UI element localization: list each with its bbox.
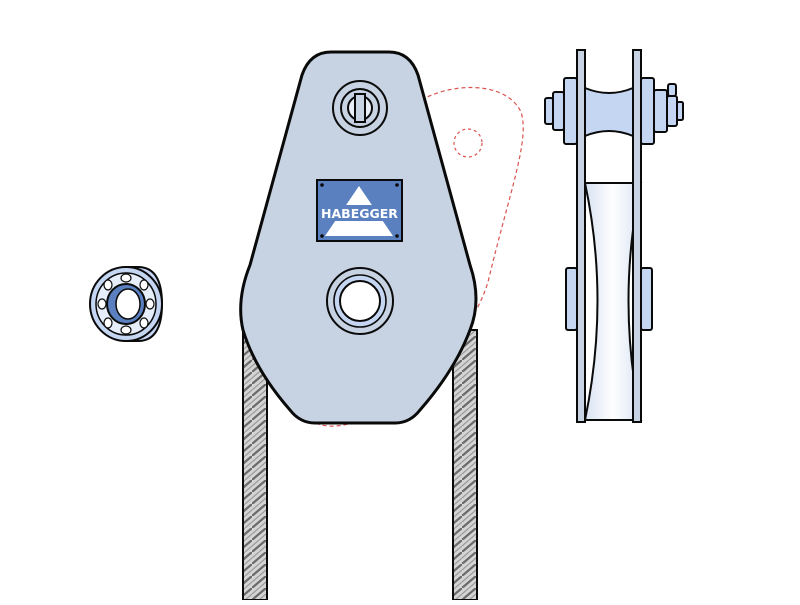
side-plate-right xyxy=(632,49,642,423)
brand-plate: HABEGGER xyxy=(316,179,403,242)
bearing-balls xyxy=(97,273,155,335)
brand-label: HABEGGER xyxy=(321,206,398,221)
pulley-block-side xyxy=(544,49,684,423)
wire-rope-right xyxy=(452,329,478,601)
top-bolt xyxy=(332,80,388,136)
swing-side-plate-outline xyxy=(274,86,524,427)
ball-bearing xyxy=(89,266,164,342)
side-swivel-bolt xyxy=(544,77,684,145)
pulley-block-front: HABEGGER xyxy=(239,50,478,425)
center-bore xyxy=(326,267,394,335)
side-plate-left xyxy=(576,49,586,423)
